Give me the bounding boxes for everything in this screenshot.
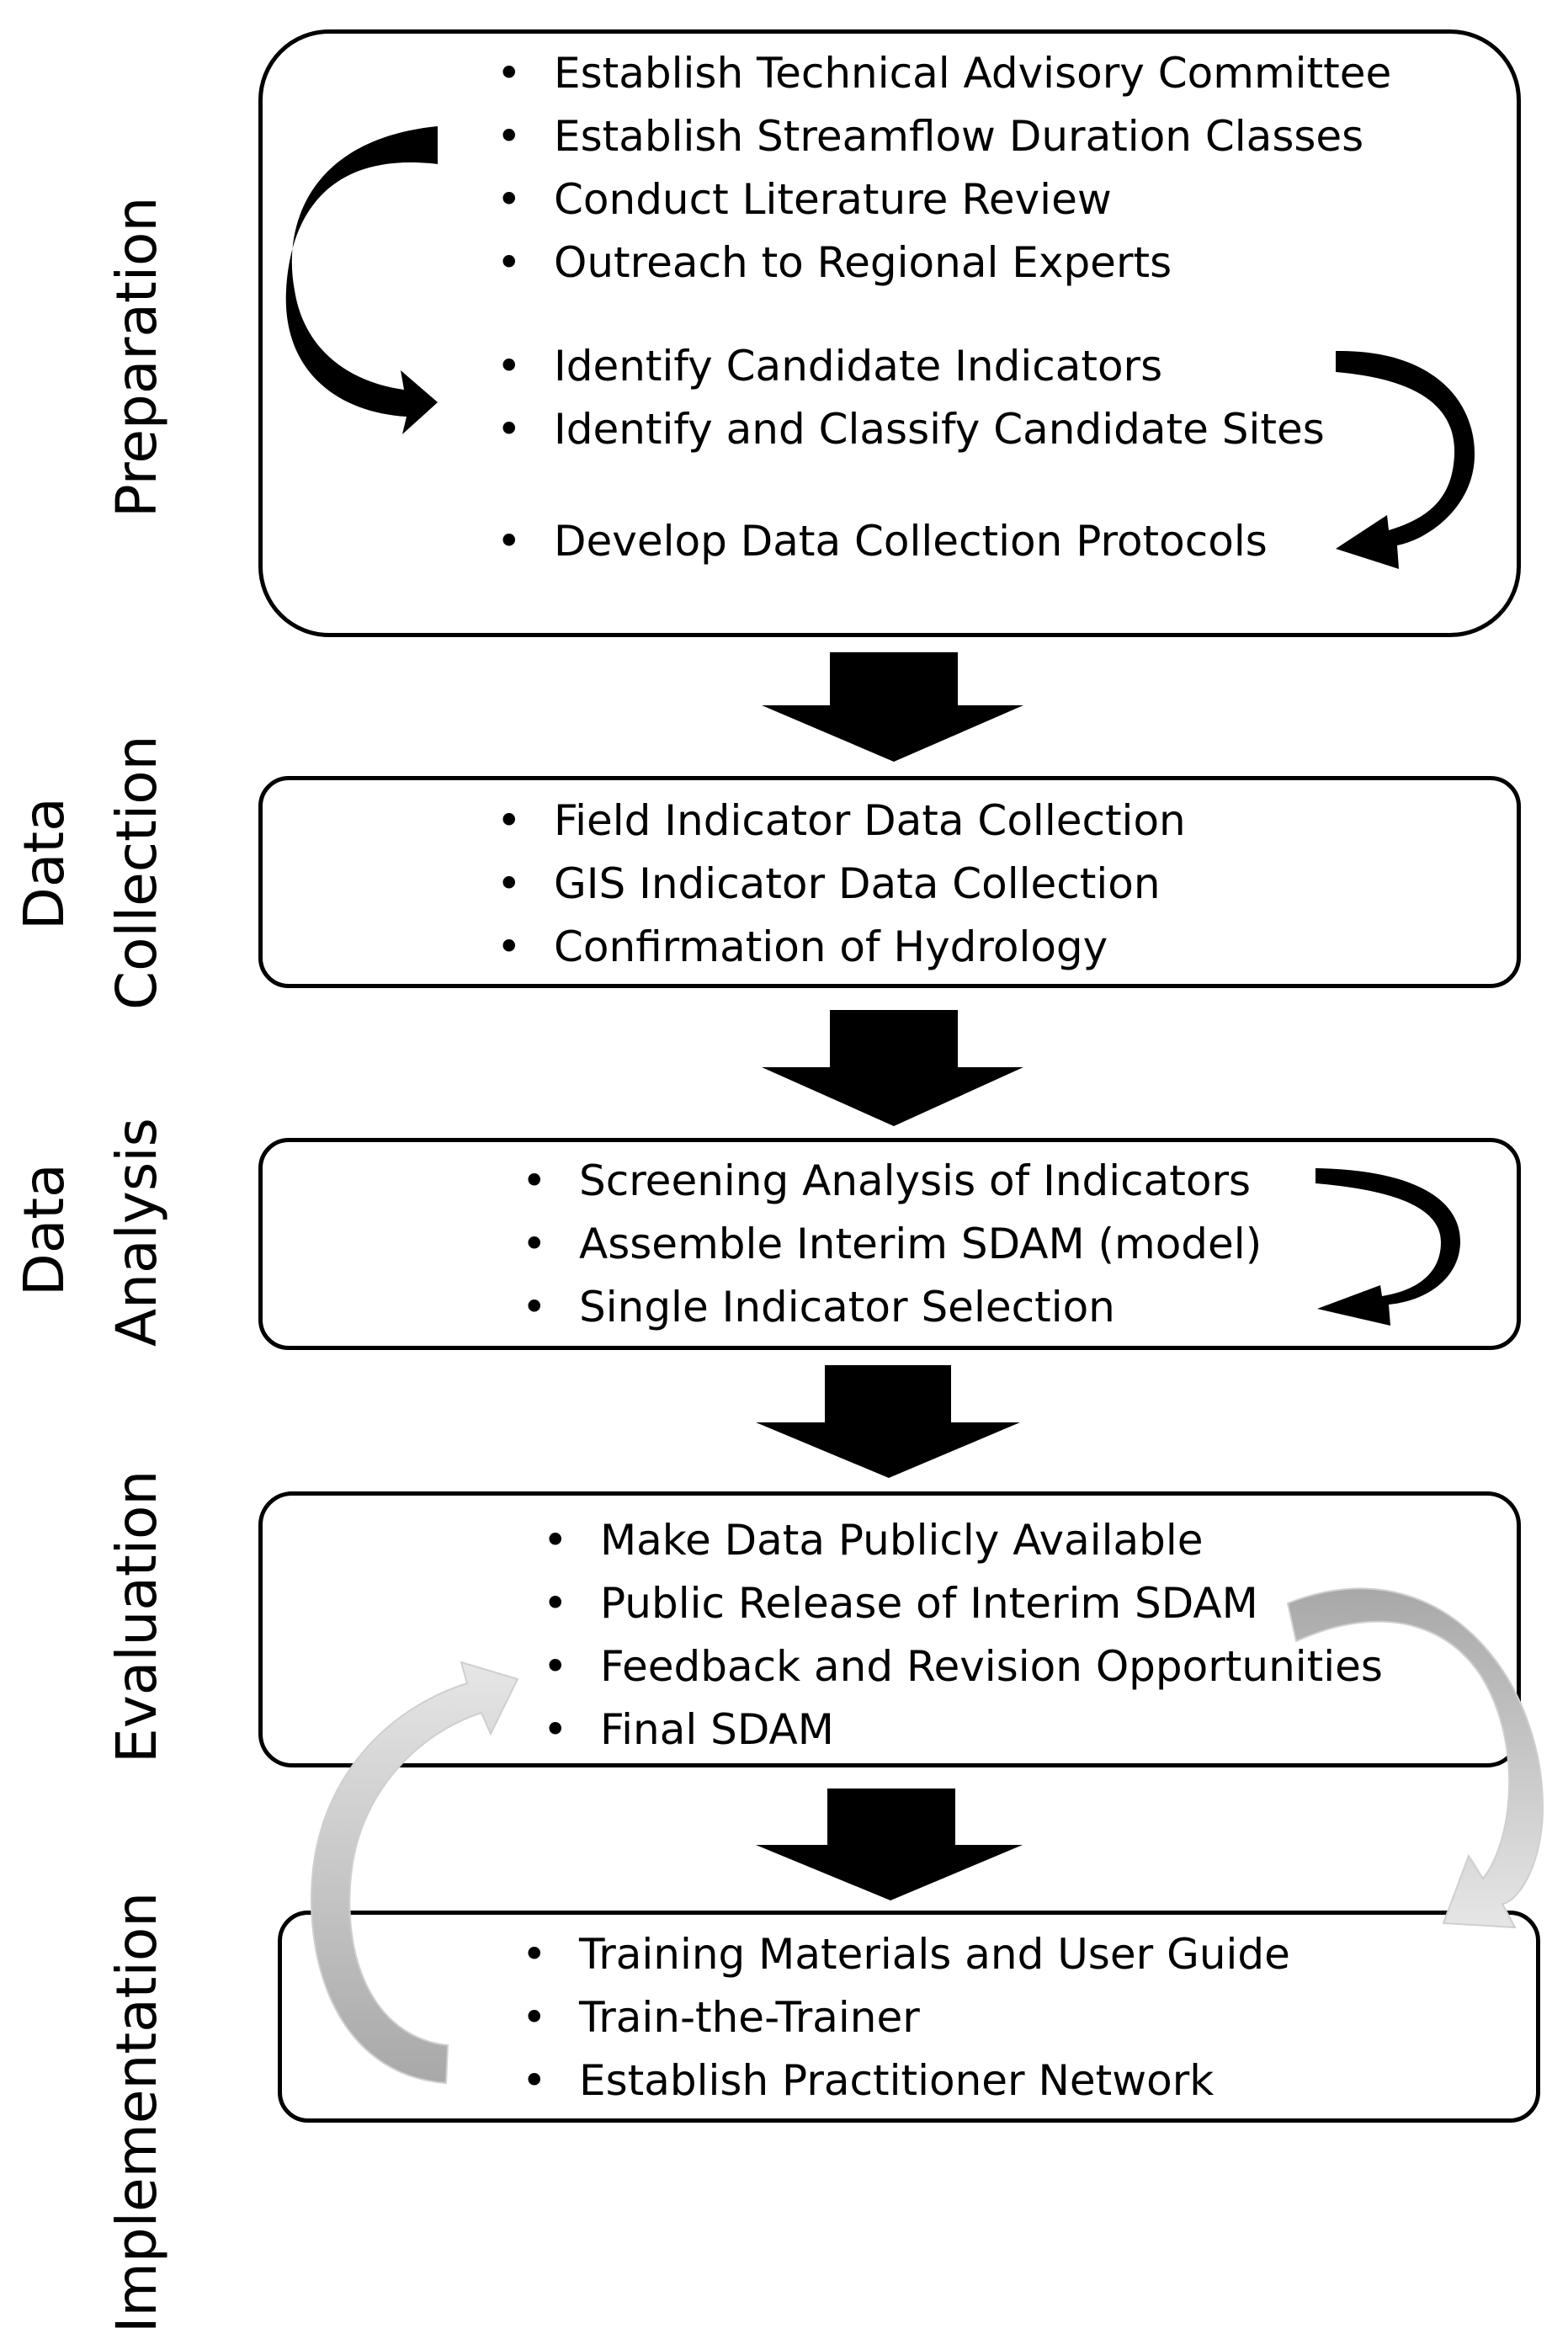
bullet-icon: •: [522, 2056, 547, 2105]
bullet-icon: •: [543, 1516, 568, 1565]
bullet-icon: •: [522, 1156, 547, 1205]
down-arrow-3: [756, 1365, 1020, 1478]
bullet-icon: •: [497, 49, 522, 98]
data-analysis-box: [258, 1138, 1521, 1350]
curved-arrow-right-analysis: [1316, 1168, 1460, 1326]
stage-label-implementation: Implementation: [104, 1891, 169, 2333]
bullet-icon: •: [543, 1705, 568, 1754]
bullet-icon: •: [497, 922, 522, 971]
bullet-icon: •: [497, 517, 522, 566]
bullet-icon: •: [497, 796, 522, 845]
stage-label-data-collection-line1: Data: [12, 797, 77, 930]
bullet-icon: •: [522, 1930, 547, 1979]
bullet-icon: •: [497, 175, 522, 224]
feedback-arrow-right: [1286, 1587, 1544, 1929]
stage-label-evaluation: Evaluation: [104, 1470, 169, 1763]
bullet-icon: •: [522, 1283, 547, 1331]
data-collection-box: [258, 776, 1521, 988]
curved-arrow-right-prep: [1336, 350, 1475, 569]
down-arrow-2: [762, 1010, 1023, 1126]
bullet-icon: •: [497, 859, 522, 908]
bullet-icon: •: [522, 1993, 547, 2042]
bullet-icon: •: [497, 238, 522, 287]
bullet-icon: •: [497, 405, 522, 454]
bullet-icon: •: [543, 1642, 568, 1691]
bullet-icon: •: [543, 1579, 568, 1628]
stage-label-data-collection-line2: Collection: [104, 735, 169, 1010]
curved-arrow-left-prep: [285, 126, 438, 434]
bullet-icon: •: [522, 1220, 547, 1268]
stage-label-preparation: Preparation: [104, 196, 169, 518]
stage-label-data-analysis-line2: Analysis: [104, 1118, 169, 1347]
stage-label-data-analysis-line1: Data: [12, 1163, 77, 1296]
down-arrow-1: [762, 652, 1023, 762]
feedback-arrow-left: [310, 1661, 519, 2085]
bullet-icon: •: [497, 342, 522, 391]
bullet-icon: •: [497, 112, 522, 161]
implementation-box: [278, 1911, 1540, 2123]
preparation-box: [258, 29, 1521, 637]
down-arrow-4: [756, 1789, 1023, 1900]
